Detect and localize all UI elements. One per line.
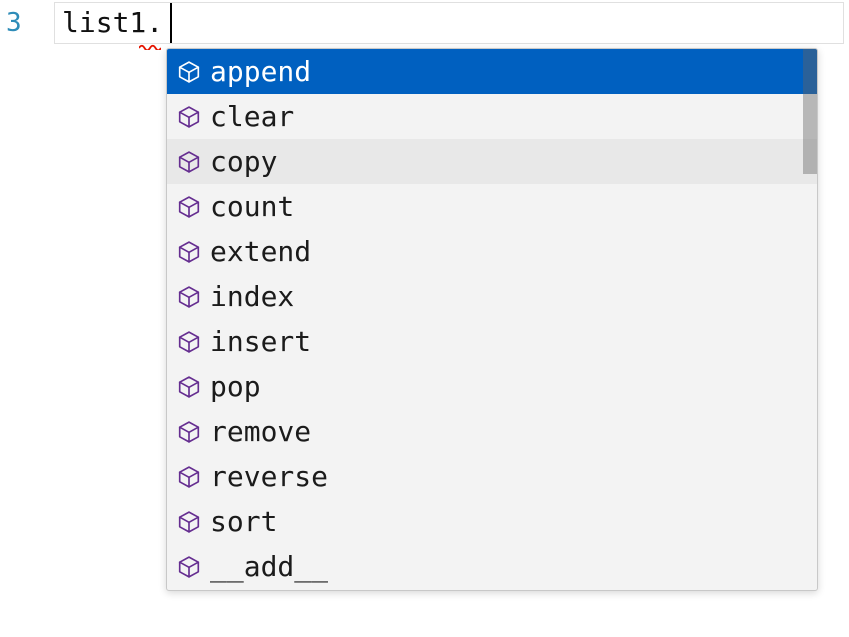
suggestion-item[interactable]: count bbox=[167, 184, 817, 229]
text-cursor bbox=[170, 3, 172, 43]
suggestion-label: append bbox=[210, 55, 312, 88]
suggestion-item[interactable]: index bbox=[167, 274, 817, 319]
suggestion-item[interactable]: clear bbox=[167, 94, 817, 139]
suggestion-label: index bbox=[210, 280, 295, 313]
suggestion-label: __add__ bbox=[210, 550, 329, 583]
suggestion-item[interactable]: append bbox=[167, 49, 817, 94]
current-line-highlight bbox=[54, 2, 844, 44]
symbol-method-icon bbox=[177, 555, 201, 579]
suggestion-label: sort bbox=[210, 505, 278, 538]
suggestion-item[interactable]: pop bbox=[167, 364, 817, 409]
symbol-method-icon bbox=[177, 60, 201, 84]
suggestion-label: pop bbox=[210, 370, 261, 403]
suggestion-label: insert bbox=[210, 325, 312, 358]
code-line-text[interactable]: list1. bbox=[62, 6, 164, 39]
suggestion-label: reverse bbox=[210, 460, 329, 493]
suggestion-item[interactable]: remove bbox=[167, 409, 817, 454]
symbol-method-icon bbox=[177, 330, 201, 354]
autocomplete-popup: append clear copy count bbox=[166, 48, 818, 591]
symbol-method-icon bbox=[177, 150, 201, 174]
suggestion-list: append clear copy count bbox=[167, 49, 817, 590]
suggestion-label: count bbox=[210, 190, 295, 223]
symbol-method-icon bbox=[177, 420, 201, 444]
suggestion-item[interactable]: reverse bbox=[167, 454, 817, 499]
suggestion-label: copy bbox=[210, 145, 278, 178]
suggestion-label: remove bbox=[210, 415, 312, 448]
line-number: 3 bbox=[6, 8, 22, 38]
suggestion-label: clear bbox=[210, 100, 295, 133]
suggestion-item[interactable]: __add__ bbox=[167, 544, 817, 589]
symbol-method-icon bbox=[177, 465, 201, 489]
symbol-method-icon bbox=[177, 105, 201, 129]
suggestion-item[interactable]: sort bbox=[167, 499, 817, 544]
symbol-method-icon bbox=[177, 510, 201, 534]
symbol-method-icon bbox=[177, 195, 201, 219]
suggestion-item[interactable]: insert bbox=[167, 319, 817, 364]
symbol-method-icon bbox=[177, 285, 201, 309]
suggestion-label: extend bbox=[210, 235, 312, 268]
error-squiggle-icon bbox=[139, 44, 161, 50]
popup-scrollbar-thumb[interactable] bbox=[803, 49, 817, 174]
suggestion-item[interactable]: extend bbox=[167, 229, 817, 274]
symbol-method-icon bbox=[177, 240, 201, 264]
suggestion-item[interactable]: copy bbox=[167, 139, 817, 184]
symbol-method-icon bbox=[177, 375, 201, 399]
